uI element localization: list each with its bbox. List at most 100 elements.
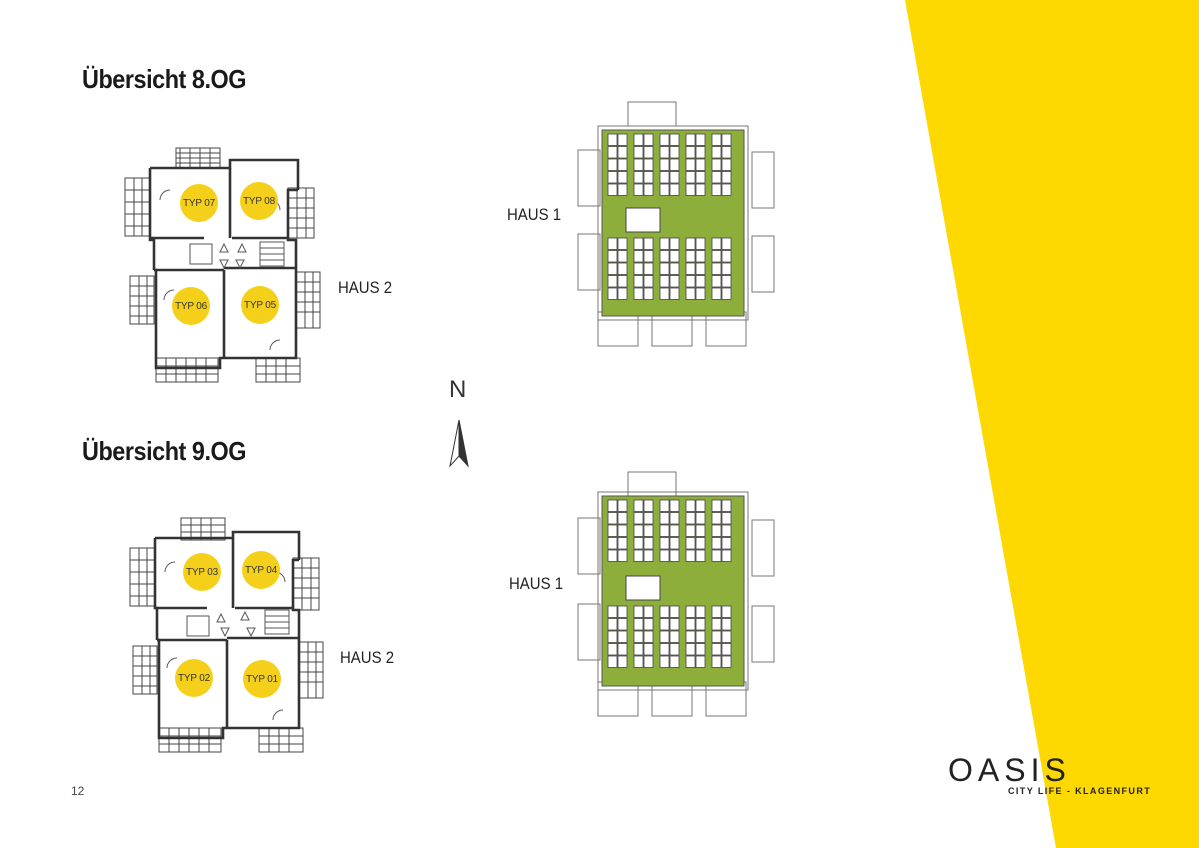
solar-panel: [643, 237, 654, 250]
solar-panel: [695, 183, 706, 196]
solar-panel: [711, 250, 722, 263]
solar-panel: [659, 237, 670, 250]
solar-panel: [659, 171, 670, 184]
solar-panel: [669, 630, 680, 643]
solar-panel: [607, 618, 618, 631]
solar-panel: [711, 262, 722, 275]
solar-panel: [617, 630, 628, 643]
unit-badge-typ01: TYP 01: [243, 660, 281, 698]
solar-panel: [721, 630, 732, 643]
solar-panel: [643, 618, 654, 631]
unit-badge-typ03: TYP 03: [183, 553, 221, 591]
solar-panel: [695, 262, 706, 275]
solar-panel: [721, 237, 732, 250]
solar-panel: [643, 262, 654, 275]
solar-panel: [633, 549, 644, 562]
solar-panel: [659, 605, 670, 618]
solar-panel: [617, 250, 628, 263]
solar-panel: [633, 287, 644, 300]
solar-panel: [617, 158, 628, 171]
solar-panel: [607, 250, 618, 263]
solar-panel: [685, 499, 696, 512]
solar-panel: [711, 630, 722, 643]
haus1-label-8og: HAUS 1: [507, 205, 562, 224]
solar-panel: [685, 237, 696, 250]
solar-panel: [607, 237, 618, 250]
haus2-label-8og: HAUS 2: [338, 278, 393, 297]
solar-panel: [721, 262, 732, 275]
solar-panel: [659, 133, 670, 146]
solar-panel: [721, 499, 732, 512]
solar-panel: [659, 287, 670, 300]
solar-panel: [685, 643, 696, 656]
solar-panel: [685, 618, 696, 631]
solar-panel: [659, 643, 670, 656]
solar-panel: [617, 262, 628, 275]
brand-tagline: CITY LIFE - KLAGENFURT: [1008, 786, 1152, 796]
page-number: 12: [71, 784, 85, 798]
solar-panel: [607, 630, 618, 643]
haus2-label-9og: HAUS 2: [340, 648, 395, 667]
solar-panel: [695, 537, 706, 550]
solar-panel: [685, 171, 696, 184]
north-arrow-icon: [449, 419, 469, 468]
solar-panel: [711, 618, 722, 631]
solar-panel: [633, 643, 644, 656]
solar-panel: [721, 512, 732, 525]
solar-panel: [617, 512, 628, 525]
solar-panel: [633, 618, 644, 631]
solar-panel: [617, 643, 628, 656]
solar-panel: [633, 275, 644, 288]
solar-panel: [721, 537, 732, 550]
solar-panel: [607, 643, 618, 656]
solar-panel: [643, 158, 654, 171]
solar-panel: [695, 171, 706, 184]
solar-panel: [643, 537, 654, 550]
solar-panel: [685, 512, 696, 525]
solar-panel: [659, 524, 670, 537]
solar-panel: [711, 643, 722, 656]
solar-panel: [695, 133, 706, 146]
solar-panel: [659, 146, 670, 159]
solar-panel: [607, 537, 618, 550]
solar-panel: [669, 183, 680, 196]
north-letter: N: [449, 376, 467, 403]
solar-panel: [711, 275, 722, 288]
solar-panel: [643, 146, 654, 159]
solar-panel: [669, 262, 680, 275]
solar-panel: [617, 275, 628, 288]
solar-panel: [633, 158, 644, 171]
solar-panel: [659, 630, 670, 643]
solar-panel: [669, 537, 680, 550]
solar-panel: [633, 262, 644, 275]
solar-panel: [695, 618, 706, 631]
solar-panel: [669, 158, 680, 171]
solar-panel: [643, 499, 654, 512]
solar-panel: [685, 275, 696, 288]
solar-panel: [669, 618, 680, 631]
solar-panel: [633, 146, 644, 159]
solar-panel: [607, 171, 618, 184]
solar-panel: [711, 237, 722, 250]
solar-panel: [659, 183, 670, 196]
solar-panel: [695, 549, 706, 562]
solar-panel: [659, 499, 670, 512]
solar-panel: [617, 499, 628, 512]
solar-panel: [685, 655, 696, 668]
solar-panel: [659, 549, 670, 562]
solar-panel: [721, 250, 732, 263]
solar-panel: [643, 250, 654, 263]
solar-panel: [721, 287, 732, 300]
unit-badge-typ02: TYP 02: [175, 659, 213, 697]
solar-panel: [633, 183, 644, 196]
solar-panel: [617, 549, 628, 562]
solar-panel: [633, 537, 644, 550]
solar-panel: [633, 524, 644, 537]
haus1-label-9og: HAUS 1: [509, 574, 564, 593]
solar-panel: [711, 549, 722, 562]
solar-panel: [659, 537, 670, 550]
solar-panel: [669, 146, 680, 159]
solar-panel: [721, 275, 732, 288]
solar-panel: [695, 287, 706, 300]
solar-panel: [659, 275, 670, 288]
